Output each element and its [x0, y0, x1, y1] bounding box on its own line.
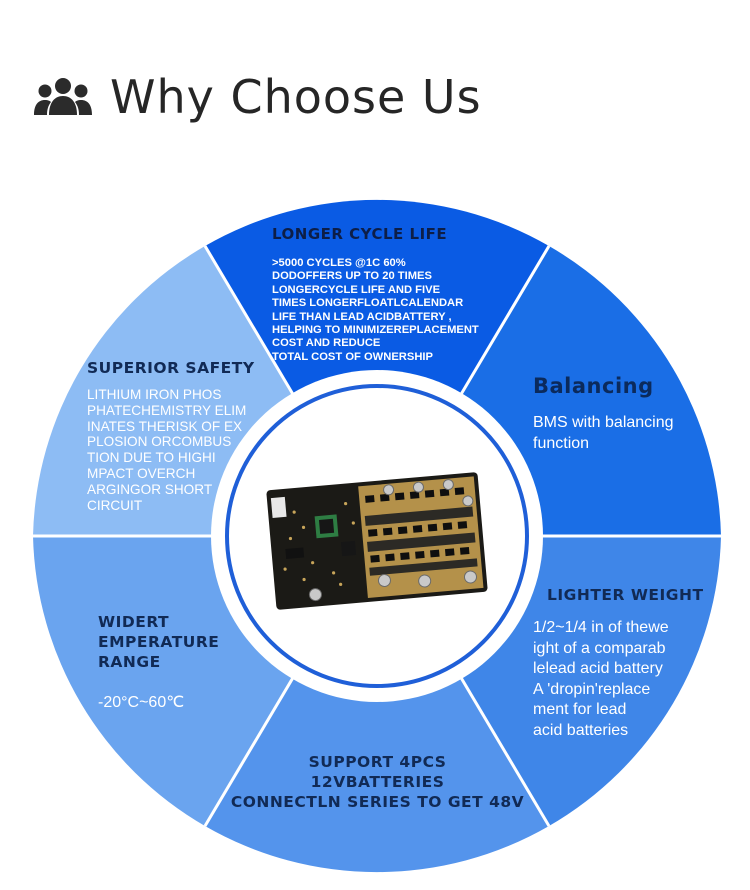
segment-longer-cycle-life: LONGER CYCLE LIFE >5000 CYCLES @1C 60% D… [272, 225, 512, 364]
bms-circuit-board-photo [266, 472, 488, 610]
segment-wider-temperature-range: WIDERT EMPERATURE RANGE -20°C~60℃ [98, 612, 248, 712]
page-title: Why Choose Us [110, 70, 482, 124]
segment-title: Balancing [533, 374, 654, 398]
segment-title: LONGER CYCLE LIFE [272, 225, 448, 243]
segment-body: BMS with balancing function [533, 414, 674, 452]
segment-body: 1/2~1/4 in of thewe ight of a comparab l… [533, 619, 669, 739]
segment-title: SUPPORT 4PCS 12VBATTERIES CONNECTLN SERI… [230, 753, 525, 811]
segment-body: >5000 CYCLES @1C 60% DODOFFERS UP TO 20 … [272, 257, 479, 363]
segment-title: LIGHTER WEIGHT [547, 586, 704, 604]
segment-bg-support [205, 536, 549, 873]
segment-title: SUPERIOR SAFETY [87, 359, 255, 377]
center-ring [225, 384, 529, 688]
page-header: Why Choose Us [34, 62, 482, 132]
segment-support-4pcs: SUPPORT 4PCS 12VBATTERIES CONNECTLN SERI… [225, 752, 530, 812]
segment-superior-safety: SUPERIOR SAFETY LITHIUM IRON PHOS PHATEC… [87, 359, 262, 513]
segment-lighter-weight: LIGHTER WEIGHT 1/2~1/4 in of thewe ight … [533, 586, 723, 741]
segment-title: WIDERT EMPERATURE RANGE [98, 613, 220, 671]
segment-bg-cycle [205, 199, 549, 536]
segment-balancing: Balancing BMS with balancing function [533, 374, 723, 454]
users-group-icon [34, 78, 92, 115]
segment-body: -20°C~60℃ [98, 694, 185, 711]
segment-body: LITHIUM IRON PHOS PHATECHEMISTRY ELIM IN… [87, 387, 247, 513]
